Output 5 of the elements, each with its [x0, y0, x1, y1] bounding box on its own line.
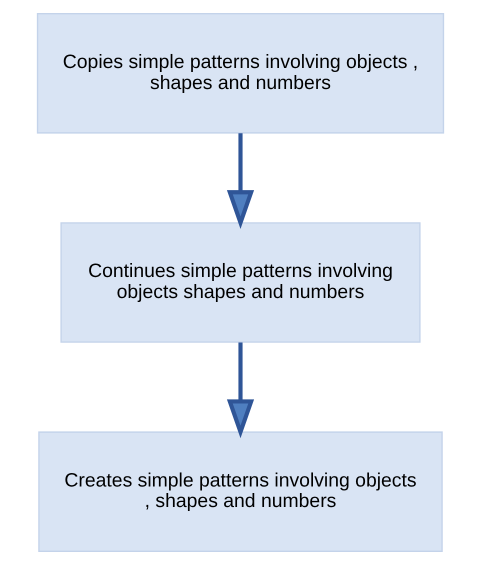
node-box: Continues simple patterns involving objects shapes and numbers — [60, 222, 421, 343]
node-box: Copies simple patterns involving objects , shapes and numbers — [36, 13, 444, 134]
arrow — [226, 133, 254, 230]
node-box: Creates simple patterns involving objects , shapes and numbers — [38, 431, 443, 552]
arrow — [226, 342, 254, 438]
